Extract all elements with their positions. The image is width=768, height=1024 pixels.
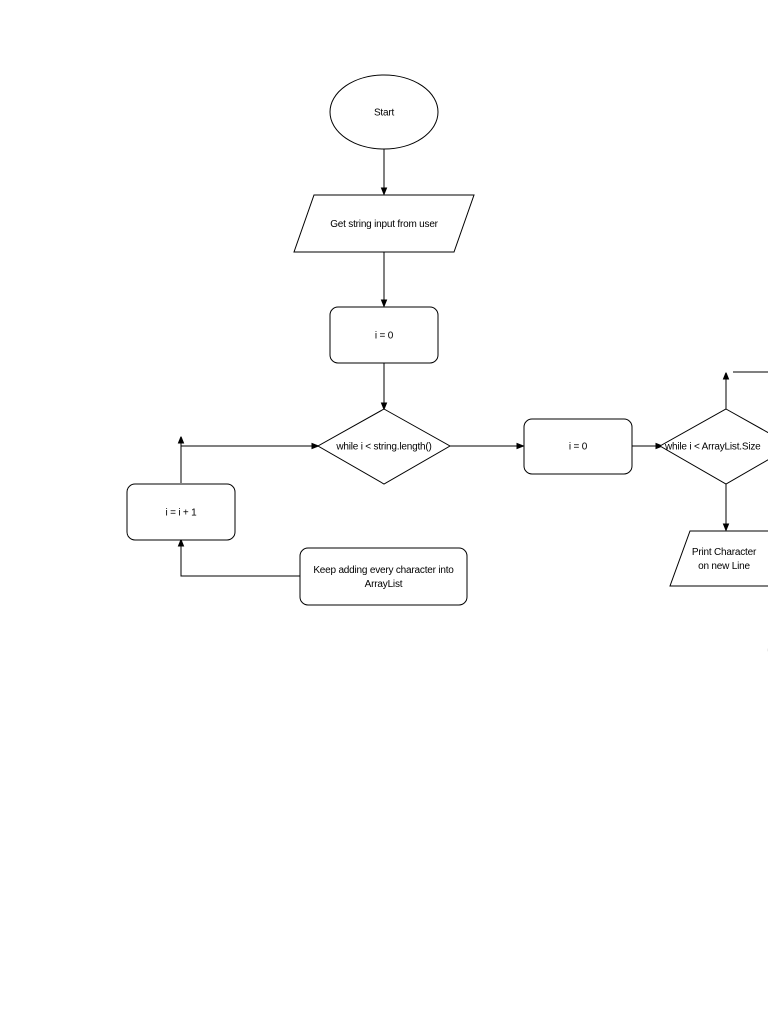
loop-string-label: while i < string.length()	[335, 442, 431, 453]
node-increment: i = i + 1	[126, 483, 236, 541]
node-loop-arraylist: while i < ArrayList.Size	[658, 408, 768, 485]
loop-arraylist-label: while i < ArrayList.Size	[664, 442, 761, 453]
init-i-rect	[329, 306, 439, 364]
increment-label: i = i + 1	[166, 508, 198, 519]
loop-string-diamond	[316, 408, 452, 485]
loop-arraylist-diamond	[658, 408, 768, 485]
node-loop-string: while i < string.length()	[316, 408, 452, 485]
edge-add-to-increment	[181, 540, 300, 577]
add-chars-label-line-2: ArrayList	[365, 579, 403, 590]
start-ellipse	[329, 74, 439, 150]
start-label: Start	[374, 108, 395, 119]
print-char-label-line-1: Print Character	[692, 547, 757, 558]
init-i-2-label: i = 0	[569, 442, 588, 453]
node-print-char: Print Character on new Line	[669, 530, 768, 587]
init-i-2-rect	[523, 418, 633, 475]
init-i-label: i = 0	[375, 331, 394, 342]
node-init-i: i = 0	[329, 306, 439, 364]
print-char-label-line-2: on new Line	[698, 561, 750, 572]
edges	[181, 149, 768, 577]
add-chars-rect	[299, 547, 468, 606]
node-start: Start	[329, 74, 439, 150]
add-chars-label-line-1: Keep adding every character into	[313, 565, 454, 576]
node-init-i-2: i = 0	[523, 418, 633, 475]
node-get-input: Get string input from user	[293, 194, 475, 253]
print-char-parallelogram	[669, 530, 768, 587]
node-add-chars: Keep adding every character into ArrayLi…	[299, 547, 468, 606]
increment-rect	[126, 483, 236, 541]
get-input-label: Get string input from user	[330, 219, 438, 230]
get-input-parallelogram	[293, 194, 475, 253]
